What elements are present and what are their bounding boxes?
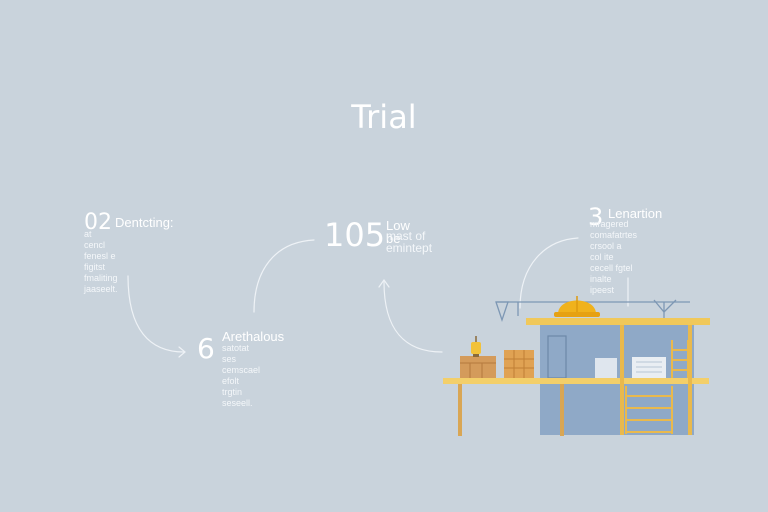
scaffold-leg — [458, 384, 462, 436]
step-description: at cencl fenesl e figitst fmaliting jaas… — [84, 229, 118, 294]
scaffold-post — [688, 325, 692, 435]
roof-beam — [526, 318, 710, 325]
ladder-upper-icon — [671, 340, 689, 378]
brick-stack-icon — [504, 350, 534, 378]
floor-platform — [443, 378, 709, 384]
step-number: 6 — [197, 332, 215, 365]
arrowhead — [178, 346, 186, 358]
scaffold-post — [620, 325, 624, 435]
crate-icon — [460, 356, 496, 378]
window-panel — [595, 358, 617, 378]
lamp-icon — [471, 336, 481, 357]
hard-hat-icon — [554, 296, 600, 317]
arrowhead — [378, 278, 390, 288]
scaffold-leg — [560, 384, 564, 436]
arrow-connector — [519, 237, 579, 309]
ladder-icon — [625, 386, 673, 434]
arrow-connector — [383, 281, 443, 353]
step-heading: Low be — [386, 218, 410, 246]
step-heading: Lenartion — [608, 206, 663, 221]
step-description: mragered comafatrtes crsool a col ite ce… — [590, 219, 638, 295]
step-description: mast of emintept — [386, 229, 433, 255]
arrow-connector — [127, 275, 185, 353]
step-heading: Arethalous — [222, 329, 285, 344]
step-description: satotat ses cemscael efolt trgtin seseel… — [222, 343, 261, 408]
step-heading: Dentcting: — [115, 215, 174, 230]
step-number: 105 — [324, 216, 386, 254]
diagram-title: Trial — [351, 98, 417, 136]
step-number: 02 — [84, 210, 112, 235]
step-number: 3 — [588, 203, 604, 231]
arrow-connector — [253, 239, 315, 313]
crane-icon — [495, 299, 690, 323]
